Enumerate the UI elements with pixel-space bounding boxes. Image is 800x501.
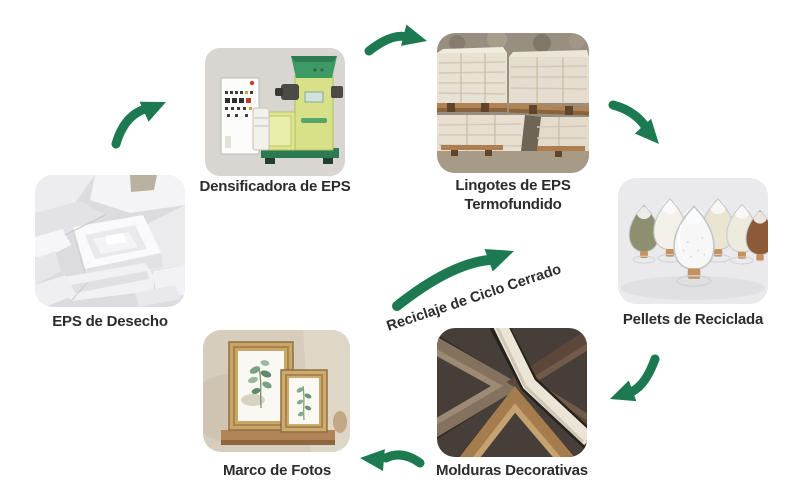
label-pellets: Pellets de Reciclada: [622, 311, 764, 328]
label-molduras: Molduras Decorativas: [436, 462, 588, 479]
pellets-image: [618, 178, 768, 304]
pellet-jars-illustration: [618, 178, 768, 304]
closed-loop-label: Reciclaje de Ciclo Cerrado: [384, 261, 564, 335]
photo-frames-illustration: [203, 330, 350, 452]
eps-de-desecho-image: [35, 175, 185, 307]
label-eps-de-desecho: EPS de Desecho: [52, 313, 168, 330]
marco-image: [203, 330, 350, 452]
eps-waste-foam-illustration: [35, 175, 185, 307]
label-marco: Marco de Fotos: [222, 462, 332, 479]
arrow-pellets-to-molduras: [610, 354, 660, 402]
eps-ingot-stacks-illustration: [437, 33, 589, 173]
arrow-lingotes-to-pellets: [608, 100, 659, 144]
frame-moulding-corners-illustration: [437, 328, 587, 457]
lingotes-image: [437, 33, 589, 173]
label-lingotes: Lingotes de EPS Termofundido: [455, 177, 571, 213]
densifier-machine-illustration: [205, 48, 345, 176]
densificadora-image: [205, 48, 345, 176]
label-densificadora: Densificadora de EPS: [199, 178, 351, 195]
molduras-image: [437, 328, 587, 457]
arrow-eps-to-densificadora: [111, 101, 166, 149]
arrow-densificadora-to-lingotes: [364, 24, 427, 56]
